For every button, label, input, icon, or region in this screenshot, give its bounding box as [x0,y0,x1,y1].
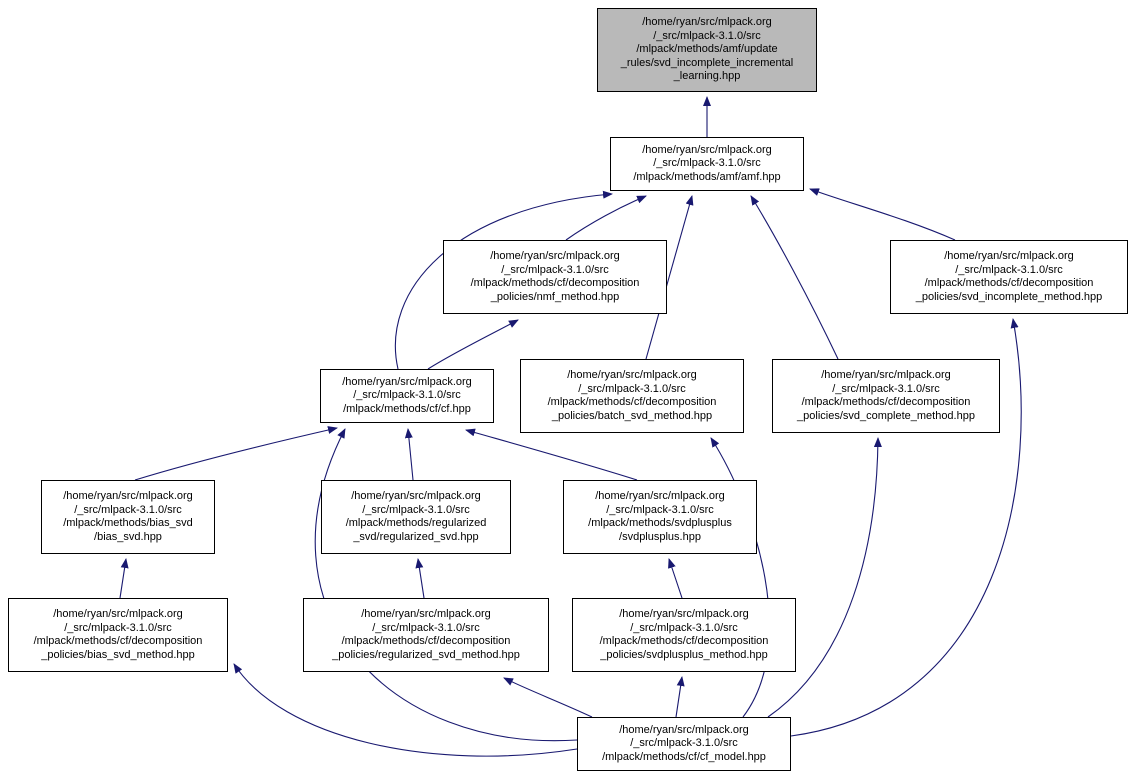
node-svd-incomplete-method-hpp[interactable]: /home/ryan/src/mlpack.org/_src/mlpack-3.… [890,240,1128,314]
node-label-line: /_src/mlpack-3.1.0/src [501,263,609,276]
edge-M-J [668,558,683,599]
node-label-line: /home/ryan/src/mlpack.org [944,250,1074,262]
node-label-line: /_src/mlpack-3.1.0/src [955,263,1063,276]
edge-G-B [750,195,839,360]
node-label-line: /mlpack/methods/cf/decomposition [547,396,717,408]
node-label-line: /home/ryan/src/mlpack.org [619,723,749,736]
node-label-line: /mlpack/methods/amf/update [636,43,778,56]
node-label-line: /home/ryan/src/mlpack.org [595,490,725,502]
node-label-line: /home/ryan/src/mlpack.org [490,250,620,262]
edge-N-L [503,677,593,718]
node-label-line: /_src/mlpack-3.1.0/src [653,29,761,42]
node-batch-svd-method-hpp[interactable]: /home/ryan/src/mlpack.org/_src/mlpack-3.… [520,359,744,433]
node-cf-hpp[interactable]: /home/ryan/src/mlpack.org/_src/mlpack-3.… [320,369,494,423]
node-regularized-svd-hpp[interactable]: /home/ryan/src/mlpack.org/_src/mlpack-3.… [321,480,511,554]
node-label-line: /_src/mlpack-3.1.0/src [372,621,480,634]
edge-E-C [427,319,519,370]
node-label-line: /mlpack/methods/svdplusplus [588,517,732,529]
node-label-line: /mlpack/methods/cf/decomposition [341,635,511,647]
node-label-line: _learning.hpp [673,70,741,83]
node-label-line: /_src/mlpack-3.1.0/src [630,737,738,750]
node-label-line: /mlpack/methods/cf/decomposition [470,277,640,289]
edge-H-E [134,426,338,481]
node-bias-svd-method-hpp[interactable]: /home/ryan/src/mlpack.org/_src/mlpack-3.… [8,598,228,672]
node-label-line: _policies/batch_svd_method.hpp [551,409,713,422]
node-label-line: /mlpack/methods/cf/cf.hpp [343,402,471,415]
edge-N-E [314,428,578,742]
edge-K-H [119,558,129,599]
node-svdplusplus-hpp[interactable]: /home/ryan/src/mlpack.org/_src/mlpack-3.… [563,480,757,554]
node-label-line: /_src/mlpack-3.1.0/src [653,157,761,170]
node-label-line: /_src/mlpack-3.1.0/src [630,621,738,634]
node-label-line: /_src/mlpack-3.1.0/src [606,503,714,516]
node-label-line: _policies/svd_incomplete_method.hpp [915,290,1103,303]
node-label-line: /home/ryan/src/mlpack.org [342,375,472,388]
node-svd-incomplete-incremental-learning-hpp: /home/ryan/src/mlpack.org/_src/mlpack-3.… [597,8,817,92]
node-label-line: /_src/mlpack-3.1.0/src [64,621,172,634]
node-label-line: /mlpack/methods/cf/decomposition [33,635,203,647]
node-label-line: _svd/regularized_svd.hpp [353,530,479,543]
node-label-line: /mlpack/methods/cf/decomposition [801,396,971,408]
node-label-line: _rules/svd_incomplete_incremental [620,56,794,69]
edge-J-E [465,428,638,481]
edge-N-M [675,676,685,718]
edge-C-B [565,195,647,241]
node-label-line: /home/ryan/src/mlpack.org [351,490,481,502]
node-label-line: /home/ryan/src/mlpack.org [53,608,183,620]
node-label-line: /mlpack/methods/cf/cf_model.hpp [602,750,766,763]
node-label-line: _policies/bias_svd_method.hpp [41,648,195,661]
node-svdplusplus-method-hpp[interactable]: /home/ryan/src/mlpack.org/_src/mlpack-3.… [572,598,796,672]
node-label-line: /home/ryan/src/mlpack.org [642,16,772,29]
node-label-line: /mlpack/methods/cf/decomposition [599,635,769,647]
node-label-line: /home/ryan/src/mlpack.org [642,143,772,156]
node-label-line: /home/ryan/src/mlpack.org [619,608,749,620]
edge-D-B [809,188,956,241]
node-label-line: /home/ryan/src/mlpack.org [361,608,491,620]
node-label-line: _policies/svdplusplus_method.hpp [600,648,768,661]
node-cf-model-hpp[interactable]: /home/ryan/src/mlpack.org/_src/mlpack-3.… [577,717,791,771]
node-label-line: /mlpack/methods/regularized [345,517,487,529]
node-label-line: /mlpack/methods/bias_svd [63,517,193,529]
node-label-line: /_src/mlpack-3.1.0/src [353,389,461,402]
node-label-line: /_src/mlpack-3.1.0/src [832,382,940,395]
edge-I-E [404,428,414,481]
node-label-line: /mlpack/methods/cf/decomposition [924,277,1094,289]
node-label-line: /_src/mlpack-3.1.0/src [578,382,686,395]
node-label-line: /home/ryan/src/mlpack.org [63,490,193,502]
node-label-line: /bias_svd.hpp [94,530,162,543]
node-label-line: /mlpack/methods/amf/amf.hpp [633,170,781,183]
node-label-line: _policies/nmf_method.hpp [490,290,620,303]
edge-L-I [415,558,425,599]
node-label-line: /home/ryan/src/mlpack.org [821,369,951,381]
node-regularized-svd-method-hpp[interactable]: /home/ryan/src/mlpack.org/_src/mlpack-3.… [303,598,549,672]
edge-N-K [233,663,578,757]
node-label-line: /_src/mlpack-3.1.0/src [362,503,470,516]
node-nmf-method-hpp[interactable]: /home/ryan/src/mlpack.org/_src/mlpack-3.… [443,240,667,314]
edge-N-G [767,437,882,718]
node-label-line: _policies/svd_complete_method.hpp [797,409,975,422]
node-label-line: /home/ryan/src/mlpack.org [567,369,697,381]
node-label-line: /svdplusplus.hpp [619,530,701,543]
node-amf-hpp[interactable]: /home/ryan/src/mlpack.org/_src/mlpack-3.… [610,137,804,191]
node-label-line: _policies/regularized_svd_method.hpp [332,648,520,661]
node-label-line: /_src/mlpack-3.1.0/src [74,503,182,516]
node-bias-svd-hpp[interactable]: /home/ryan/src/mlpack.org/_src/mlpack-3.… [41,480,215,554]
node-svd-complete-method-hpp[interactable]: /home/ryan/src/mlpack.org/_src/mlpack-3.… [772,359,1000,433]
